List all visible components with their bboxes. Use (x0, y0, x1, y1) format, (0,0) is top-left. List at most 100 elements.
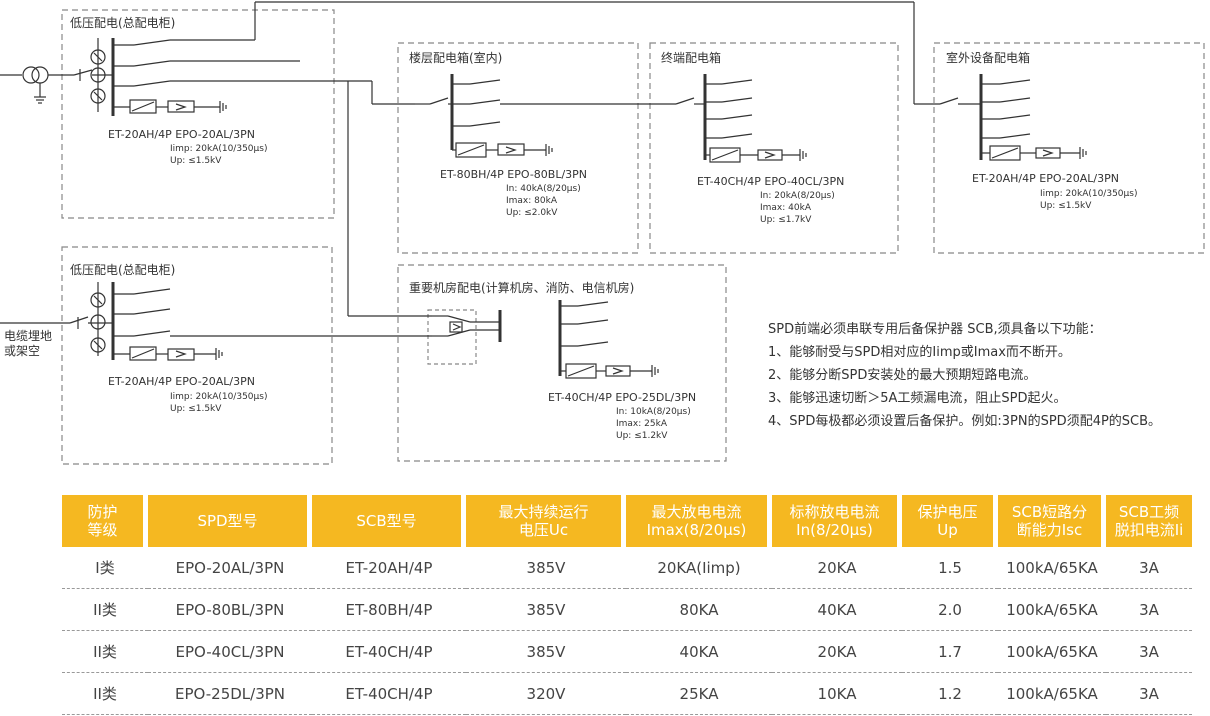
cell-class: II类 (62, 589, 148, 631)
floor-model: ET-80BH/4P EPO-80BL/3PN (440, 168, 587, 181)
cell-spd-model: EPO-80BL/3PN (148, 589, 312, 631)
box-main-bottom (61, 246, 333, 465)
cell-spd-model: EPO-20AL/3PN (148, 547, 312, 589)
cell-isc: 100kA/65KA (998, 547, 1106, 589)
floor-spec1: In: 40kA(8/20μs) (506, 184, 581, 194)
main-bottom-spec1: Iimp: 20kA(10/350μs) (170, 392, 267, 402)
floor-spec3: Up: ≤2.0kV (506, 208, 558, 218)
cell-spd-model: EPO-25DL/3PN (148, 673, 312, 715)
cell-scb-model: ET-40CH/4P (312, 673, 466, 715)
cell-imax: 20KA(Iimp) (626, 547, 772, 589)
cell-ii: 3A (1106, 673, 1192, 715)
cell-uc: 320V (466, 673, 626, 715)
floor-circuit (415, 74, 676, 158)
title-terminal: 终端配电箱 (661, 50, 721, 65)
note-item: 2、能够分断SPD安装处的最大预期短路电流。 (768, 368, 1037, 383)
important-spec2: Imax: 25kA (616, 419, 668, 429)
cell-class: II类 (62, 631, 148, 673)
header-cell: SPD型号 (148, 495, 312, 547)
main-top-spec2: Up: ≤1.5kV (170, 156, 222, 166)
cell-up: 1.2 (902, 673, 998, 715)
cell-ii: 3A (1106, 589, 1192, 631)
title-main-top: 低压配电(总配电柜) (70, 16, 175, 30)
box-floor (397, 42, 639, 254)
notes-block: SPD前端必须串联专用后备保护器 SCB,须具备以下功能： 1、能够耐受与SPD… (768, 318, 1161, 433)
cell-isc: 100kA/65KA (998, 631, 1106, 673)
cell-imax: 25KA (626, 673, 772, 715)
title-floor: 楼层配电箱(室内) (409, 50, 502, 65)
main-top-spec1: Iimp: 20kA(10/350μs) (170, 144, 267, 154)
box-important (397, 264, 727, 462)
cell-uc: 385V (466, 631, 626, 673)
box-outdoor (933, 42, 1205, 254)
cell-scb-model: ET-80BH/4P (312, 589, 466, 631)
cell-uc: 385V (466, 589, 626, 631)
terminal-spec2: Imax: 40kA (760, 203, 812, 213)
note-item: 3、能够迅速切断＞5A工频漏电流，阻止SPD起火。 (768, 391, 1067, 406)
cell-spd-model: EPO-40CL/3PN (148, 631, 312, 673)
header-cell: SCB工频脱扣电流Ii (1106, 495, 1192, 547)
title-main-bottom: 低压配电(总配电柜) (70, 263, 175, 277)
header-cell: 最大持续运行电压Uc (466, 495, 626, 547)
important-spec3: Up: ≤1.2kV (616, 431, 668, 441)
header-cell: SCB短路分断能力Isc (998, 495, 1106, 547)
cell-ii: 3A (1106, 547, 1192, 589)
cell-scb-model: ET-40CH/4P (312, 631, 466, 673)
terminal-circuit (675, 74, 807, 163)
note-item: 1、能够耐受与SPD相对应的Iimp或Imax而不断开。 (768, 345, 1071, 360)
terminal-spec3: Up: ≤1.7kV (760, 215, 812, 225)
cell-imax: 40KA (626, 631, 772, 673)
outdoor-model: ET-20AH/4P EPO-20AL/3PN (972, 172, 1119, 185)
title-important: 重要机房配电(计算机房、消防、电信机房) (409, 280, 634, 295)
cell-imax: 80KA (626, 589, 772, 631)
header-cell: 防护等级 (62, 495, 148, 547)
header-cell: SCB型号 (312, 495, 466, 547)
table-row: II类 EPO-25DL/3PN ET-40CH/4P 320V 25KA 10… (62, 673, 1192, 715)
cell-in: 20KA (772, 631, 902, 673)
floor-spec2: Imax: 80kA (506, 196, 558, 206)
main-bottom-spec2: Up: ≤1.5kV (170, 404, 222, 414)
box-main-top (61, 9, 335, 219)
main-bottom-model: ET-20AH/4P EPO-20AL/3PN (108, 375, 255, 388)
cell-scb-model: ET-20AH/4P (312, 547, 466, 589)
box-terminal (649, 42, 899, 254)
cable-label-2: 或架空 (4, 344, 40, 358)
main-bottom-circuit (0, 282, 277, 361)
important-model: ET-40CH/4P EPO-25DL/3PN (548, 391, 696, 404)
outdoor-spec1: Iimp: 20kA(10/350μs) (1040, 189, 1137, 199)
cell-isc: 100kA/65KA (998, 589, 1106, 631)
cell-up: 1.5 (902, 547, 998, 589)
cell-class: I类 (62, 547, 148, 589)
box-scb-detail (427, 309, 477, 365)
table-row: II类 EPO-40CL/3PN ET-40CH/4P 385V 40KA 20… (62, 631, 1192, 673)
cell-class: II类 (62, 673, 148, 715)
outdoor-circuit (939, 74, 1087, 161)
cable-label-1: 电缆埋地 (4, 329, 52, 343)
important-circuit (432, 300, 659, 379)
terminal-model: ET-40CH/4P EPO-40CL/3PN (697, 175, 844, 188)
table-row: I类 EPO-20AL/3PN ET-20AH/4P 385V 20KA(Iim… (62, 547, 1192, 589)
outdoor-spec2: Up: ≤1.5kV (1040, 201, 1092, 211)
table-row: II类 EPO-80BL/3PN ET-80BH/4P 385V 80KA 40… (62, 589, 1192, 631)
cell-isc: 100kA/65KA (998, 673, 1106, 715)
cell-up: 1.7 (902, 631, 998, 673)
main-top-model: ET-20AH/4P EPO-20AL/3PN (108, 128, 255, 141)
cell-in: 10KA (772, 673, 902, 715)
cell-in: 20KA (772, 547, 902, 589)
feeder-lines (254, 1, 940, 337)
important-spec1: In: 10kA(8/20μs) (616, 407, 691, 417)
spd-wiring-diagram: 低压配电(总配电柜) 低压配电(总配电柜) 楼层配电箱(室内) 终端配电箱 室外… (0, 1, 1205, 465)
cell-ii: 3A (1106, 631, 1192, 673)
title-outdoor: 室外设备配电箱 (946, 50, 1030, 65)
cell-up: 2.0 (902, 589, 998, 631)
note-item: 4、SPD每极都必须设置后备保护。例如:3PN的SPD须配4P的SCB。 (768, 414, 1162, 429)
note-intro: SPD前端必须串联专用后备保护器 SCB,须具备以下功能： (768, 322, 1102, 337)
cell-in: 40KA (772, 589, 902, 631)
cell-uc: 385V (466, 547, 626, 589)
main-top-circuit (0, 38, 348, 116)
terminal-spec1: In: 20kA(8/20μs) (760, 191, 835, 201)
